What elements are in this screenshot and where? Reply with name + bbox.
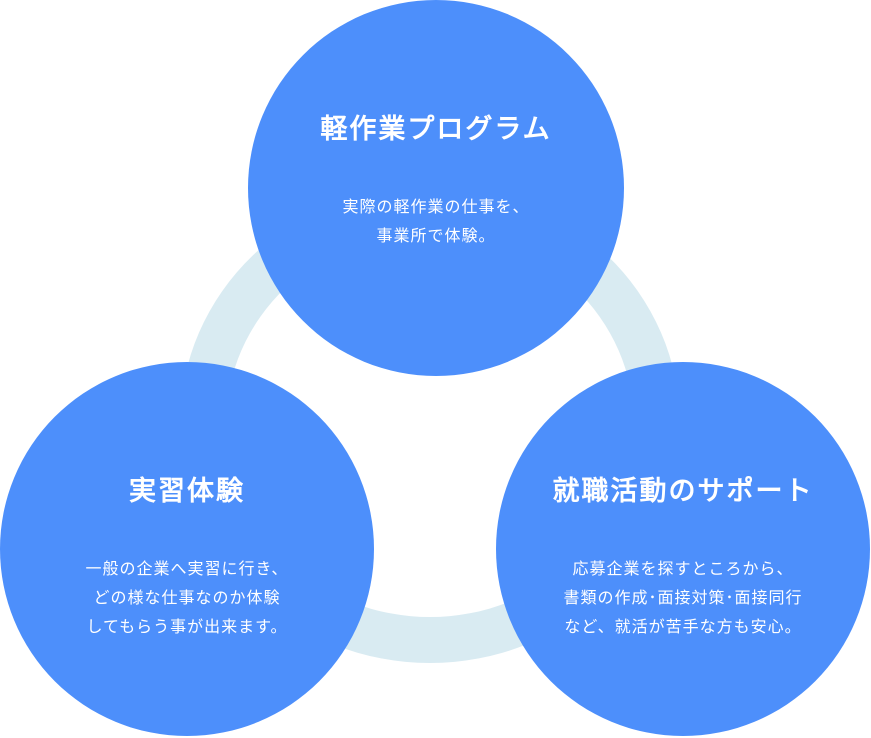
description-line: 事業所で体験。 [376,226,496,245]
node-job-hunting-support: 就職活動のサポート 応募企業を探すところから、 書類の作成･面接対策･面接同行 … [496,362,870,736]
node-description: 応募企業を探すところから、 書類の作成･面接対策･面接同行 など、就活が苦手な方… [496,554,870,641]
node-title: 実習体験 [129,476,245,507]
node-description: 一般の企業へ実習に行き、 どの様な仕事なのか体験 してもらう事が出来ます。 [0,554,374,641]
node-light-work-program: 軽作業プログラム 実際の軽作業の仕事を、 事業所で体験。 [248,0,624,376]
node-internship-experience: 実習体験 一般の企業へ実習に行き、 どの様な仕事なのか体験 してもらう事が出来ま… [0,362,374,736]
description-line: してもらう事が出来ます。 [86,617,288,636]
description-line: 書類の作成･面接対策･面接同行 [563,588,803,607]
node-title: 軽作業プログラム [320,114,552,145]
node-description: 実際の軽作業の仕事を、 事業所で体験。 [248,192,624,250]
description-line: どの様な仕事なのか体験 [93,588,281,607]
node-title: 就職活動のサポート [552,476,814,507]
description-line: 実際の軽作業の仕事を、 [342,197,530,216]
description-line: 応募企業を探すところから、 [572,559,794,578]
description-line: 一般の企業へ実習に行き、 [85,559,289,578]
description-line: など、就活が苦手な方も安心。 [564,617,802,636]
